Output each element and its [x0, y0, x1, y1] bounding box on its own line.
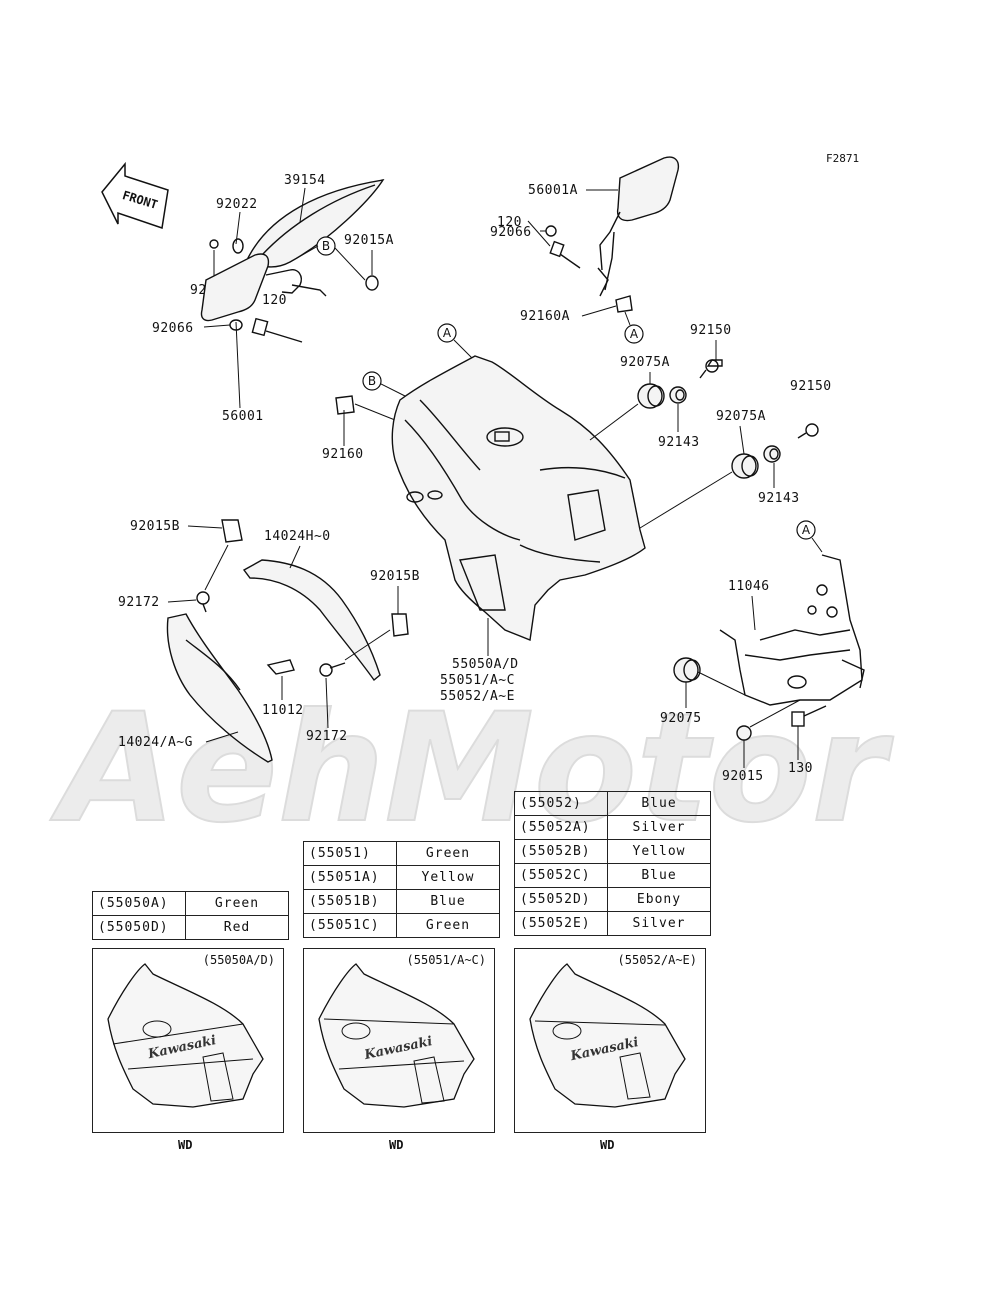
label-120-right-display: 120	[497, 215, 522, 230]
table-row: (55052A)Silver	[514, 815, 711, 840]
stay-bracket-11046	[719, 554, 865, 706]
label-92143-a: 92143	[658, 435, 700, 450]
table-row: (55050A)Green	[92, 891, 289, 916]
label-92022: 92022	[216, 197, 258, 212]
label-56001: 56001	[222, 409, 264, 424]
label-92075A-b: 92075A	[716, 409, 766, 424]
callout-a-cowl	[437, 323, 457, 343]
svg-text:A: A	[443, 326, 452, 340]
label-14024H: 14024H~0	[264, 529, 331, 544]
cowl-variant-illustration: Kawasaki	[107, 963, 264, 1108]
label-55050: 55050A/D	[452, 657, 519, 672]
table-row: (55051C)Green	[303, 913, 500, 938]
cowl-variant-illustration: Kawasaki	[318, 963, 475, 1108]
clip-92015b-right	[391, 613, 409, 637]
clip-11012	[266, 659, 295, 675]
color-table-55050: (55050A)Green (55050D)Red	[92, 891, 289, 940]
nut-92015	[736, 725, 752, 741]
callout-b-cowl	[362, 371, 382, 391]
windscreen-part	[247, 179, 385, 268]
callout-a-mirror	[624, 324, 644, 344]
label-39154: 39154	[284, 173, 326, 188]
table-row: (55051B)Blue	[303, 889, 500, 914]
front-arrow-icon: FRONT	[101, 161, 169, 229]
callout-a-bracket	[796, 520, 816, 540]
table-row: (55052)Blue	[514, 791, 711, 816]
bolt-part-right	[549, 240, 581, 269]
label-120-left: 120	[262, 293, 287, 308]
label-92066-left: 92066	[152, 321, 194, 336]
color-table-55052: (55052)Blue (55052A)Silver (55052B)Yello…	[514, 791, 711, 936]
label-14024A: 14024/A~G	[118, 735, 193, 750]
label-92015A-top: 92015A	[344, 233, 394, 248]
bolt-part	[251, 317, 303, 343]
label-92075A-a: 92075A	[620, 355, 670, 370]
table-row: (55052D)Ebony	[514, 887, 711, 912]
left-mirror-part	[200, 253, 327, 322]
clip-92015b-left	[221, 519, 243, 543]
grommet-92075	[673, 657, 701, 683]
label-92075: 92075	[660, 711, 702, 726]
label-92150-b: 92150	[790, 379, 832, 394]
variant-box-55052: (55052/A~E) Kawasaki	[514, 948, 706, 1133]
grommet-92075a-b	[731, 453, 759, 479]
label-92172-right: 92172	[306, 729, 348, 744]
screw-92172-left	[196, 591, 210, 613]
variant-caption-55051: WD	[389, 1138, 404, 1152]
label-92160: 92160	[322, 447, 364, 462]
label-92160A: 92160A	[520, 309, 570, 324]
label-92015B-left: 92015B	[130, 519, 180, 534]
inner-panel-14024h	[242, 559, 381, 682]
label-11046: 11046	[728, 579, 770, 594]
bracket-part-right	[615, 295, 633, 313]
variant-label: (55050A/D)	[202, 953, 275, 967]
label-92015: 92015	[722, 769, 764, 784]
table-row: (55052C)Blue	[514, 863, 711, 888]
variant-caption-55050: WD	[178, 1138, 193, 1152]
grommet-92075a	[637, 383, 665, 409]
watermark: AehMotor	[50, 682, 894, 856]
right-mirror-part	[597, 156, 680, 297]
nut-part	[365, 275, 379, 291]
label-92015B-right: 92015B	[370, 569, 420, 584]
grommet-part-right	[545, 225, 557, 237]
collar-92143a	[669, 386, 687, 404]
label-55052: 55052/A~E	[440, 689, 515, 704]
side-panel-14024	[166, 613, 273, 763]
screw-92150b	[797, 423, 819, 439]
color-table-55051: (55051)Green (55051A)Yellow (55051B)Blue…	[303, 841, 500, 938]
variant-label: (55052/A~E)	[617, 953, 697, 967]
label-92150-a: 92150	[690, 323, 732, 338]
svg-text:A: A	[630, 327, 639, 341]
table-row: (55051)Green	[303, 841, 500, 866]
variant-label: (55051/A~C)	[406, 953, 486, 967]
bracket-part	[335, 395, 355, 415]
variant-box-55050: (55050A/D) Kawasaki	[92, 948, 284, 1133]
variant-caption-55052: WD	[600, 1138, 615, 1152]
svg-text:B: B	[322, 239, 330, 253]
table-row: (55051A)Yellow	[303, 865, 500, 890]
variant-box-55051: (55051/A~C) Kawasaki	[303, 948, 495, 1133]
svg-text:A: A	[802, 523, 811, 537]
label-92066-right: 92066	[490, 225, 532, 240]
figure-code: F2871	[826, 152, 859, 165]
screw-part	[209, 238, 244, 254]
screw-92150a	[699, 359, 723, 379]
label-11012: 11012	[262, 703, 304, 718]
label-55051: 55051/A~C	[440, 673, 515, 688]
svg-text:B: B	[368, 374, 376, 388]
screw-92172-right	[319, 662, 346, 677]
table-row: (55052E)Silver	[514, 911, 711, 936]
table-row: (55050D)Red	[92, 915, 289, 940]
label-92172-left: 92172	[118, 595, 160, 610]
label-56001A: 56001A	[528, 183, 578, 198]
collar-92143b	[763, 445, 781, 463]
label-130: 130	[788, 761, 813, 776]
label-92143-b: 92143	[758, 491, 800, 506]
upper-cowl-part	[391, 355, 646, 641]
table-row: (55052B)Yellow	[514, 839, 711, 864]
cowl-variant-illustration: Kawasaki	[529, 963, 686, 1108]
